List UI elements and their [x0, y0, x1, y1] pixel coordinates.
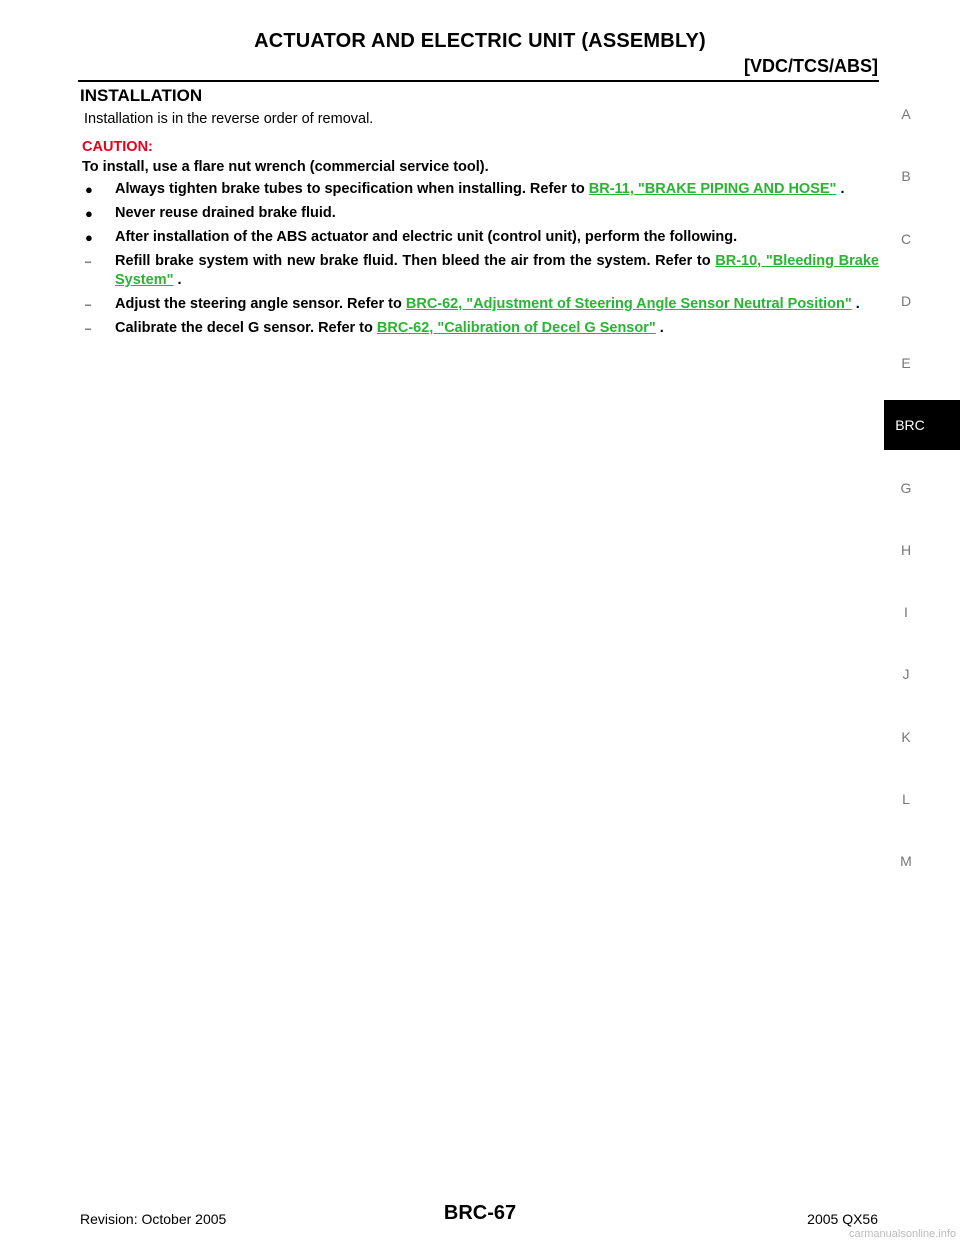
bullet-marker: ● — [85, 230, 93, 245]
bullet-marker: ● — [85, 206, 93, 221]
page-title: ACTUATOR AND ELECTRIC UNIT (ASSEMBLY) — [254, 30, 706, 52]
xref-link-brc-62-adjustment[interactable]: BRC-62, "Adjustment of Steering Angle Se… — [405, 296, 852, 312]
bullet-marker: ● — [85, 182, 93, 197]
index-letter[interactable]: B — [901, 168, 911, 184]
item-text-suffix: . — [836, 181, 845, 197]
procedure-item: ● Always tighten brake tubes to specific… — [82, 180, 879, 199]
item-text-suffix: . — [851, 296, 860, 312]
index-letter[interactable]: H — [900, 542, 912, 558]
index-letter[interactable]: M — [900, 853, 912, 869]
index-letter[interactable]: J — [902, 666, 910, 682]
item-text-suffix: . — [173, 272, 182, 288]
item-text-suffix: . — [655, 320, 664, 336]
page-subtitle: [VDC/TCS/ABS] — [744, 56, 878, 76]
caution-text: To install, use a flare nut wrench (comm… — [82, 159, 489, 175]
xref-link-brc-62-calibration[interactable]: BRC-62, "Calibration of Decel G Sensor" — [376, 320, 656, 336]
xref-link-br-11[interactable]: BR-11, "BRAKE PIPING AND HOSE" — [588, 181, 837, 197]
item-text: Never reuse drained brake fluid. — [115, 205, 336, 221]
dash-marker: – — [85, 256, 92, 268]
index-letter[interactable]: A — [901, 106, 911, 122]
item-text: After installation of the ABS actuator a… — [115, 229, 738, 245]
procedure-subitem: – Adjust the steering angle sensor. Refe… — [82, 295, 879, 314]
item-text: Always tighten brake tubes to specificat… — [115, 181, 589, 197]
dash-marker: – — [85, 299, 92, 311]
section-heading: INSTALLATION — [80, 86, 203, 105]
intro-text: Installation is in the reverse order of … — [84, 111, 374, 127]
index-letter[interactable]: C — [900, 231, 912, 247]
procedure-subitem: – Calibrate the decel G sensor. Refer to… — [82, 319, 879, 338]
item-text: Refill brake system with new brake fluid… — [115, 253, 716, 269]
section-content: Installation is in the reverse order of … — [82, 108, 879, 338]
vehicle-model: 2005 QX56 — [807, 1211, 878, 1227]
xref-link-br-10[interactable]: BR-10, "Bleeding Brake System" — [115, 253, 879, 288]
revision-date: Revision: October 2005 — [80, 1211, 227, 1227]
procedure-subitem: – Refill brake system with new brake flu… — [82, 252, 879, 290]
caution-label: CAUTION: — [82, 139, 153, 155]
active-section-tab[interactable]: BRC — [884, 400, 960, 450]
index-letter[interactable]: I — [904, 604, 908, 620]
header-divider — [78, 80, 879, 82]
item-text: Adjust the steering angle sensor. Refer … — [115, 296, 406, 312]
index-letter[interactable]: D — [900, 293, 912, 309]
dash-marker: – — [85, 323, 92, 335]
page-number: BRC-67 — [443, 1202, 517, 1224]
index-letter[interactable]: E — [901, 355, 911, 371]
index-letter[interactable]: L — [902, 791, 910, 807]
index-letter[interactable]: K — [901, 729, 911, 745]
procedure-item: ● Never reuse drained brake fluid. — [82, 204, 879, 223]
procedure-item: ● After installation of the ABS actuator… — [82, 228, 879, 247]
item-text: Calibrate the decel G sensor. Refer to — [115, 320, 377, 336]
index-letter[interactable]: G — [900, 480, 912, 496]
watermark: carmanualsonline.info — [848, 1228, 956, 1240]
